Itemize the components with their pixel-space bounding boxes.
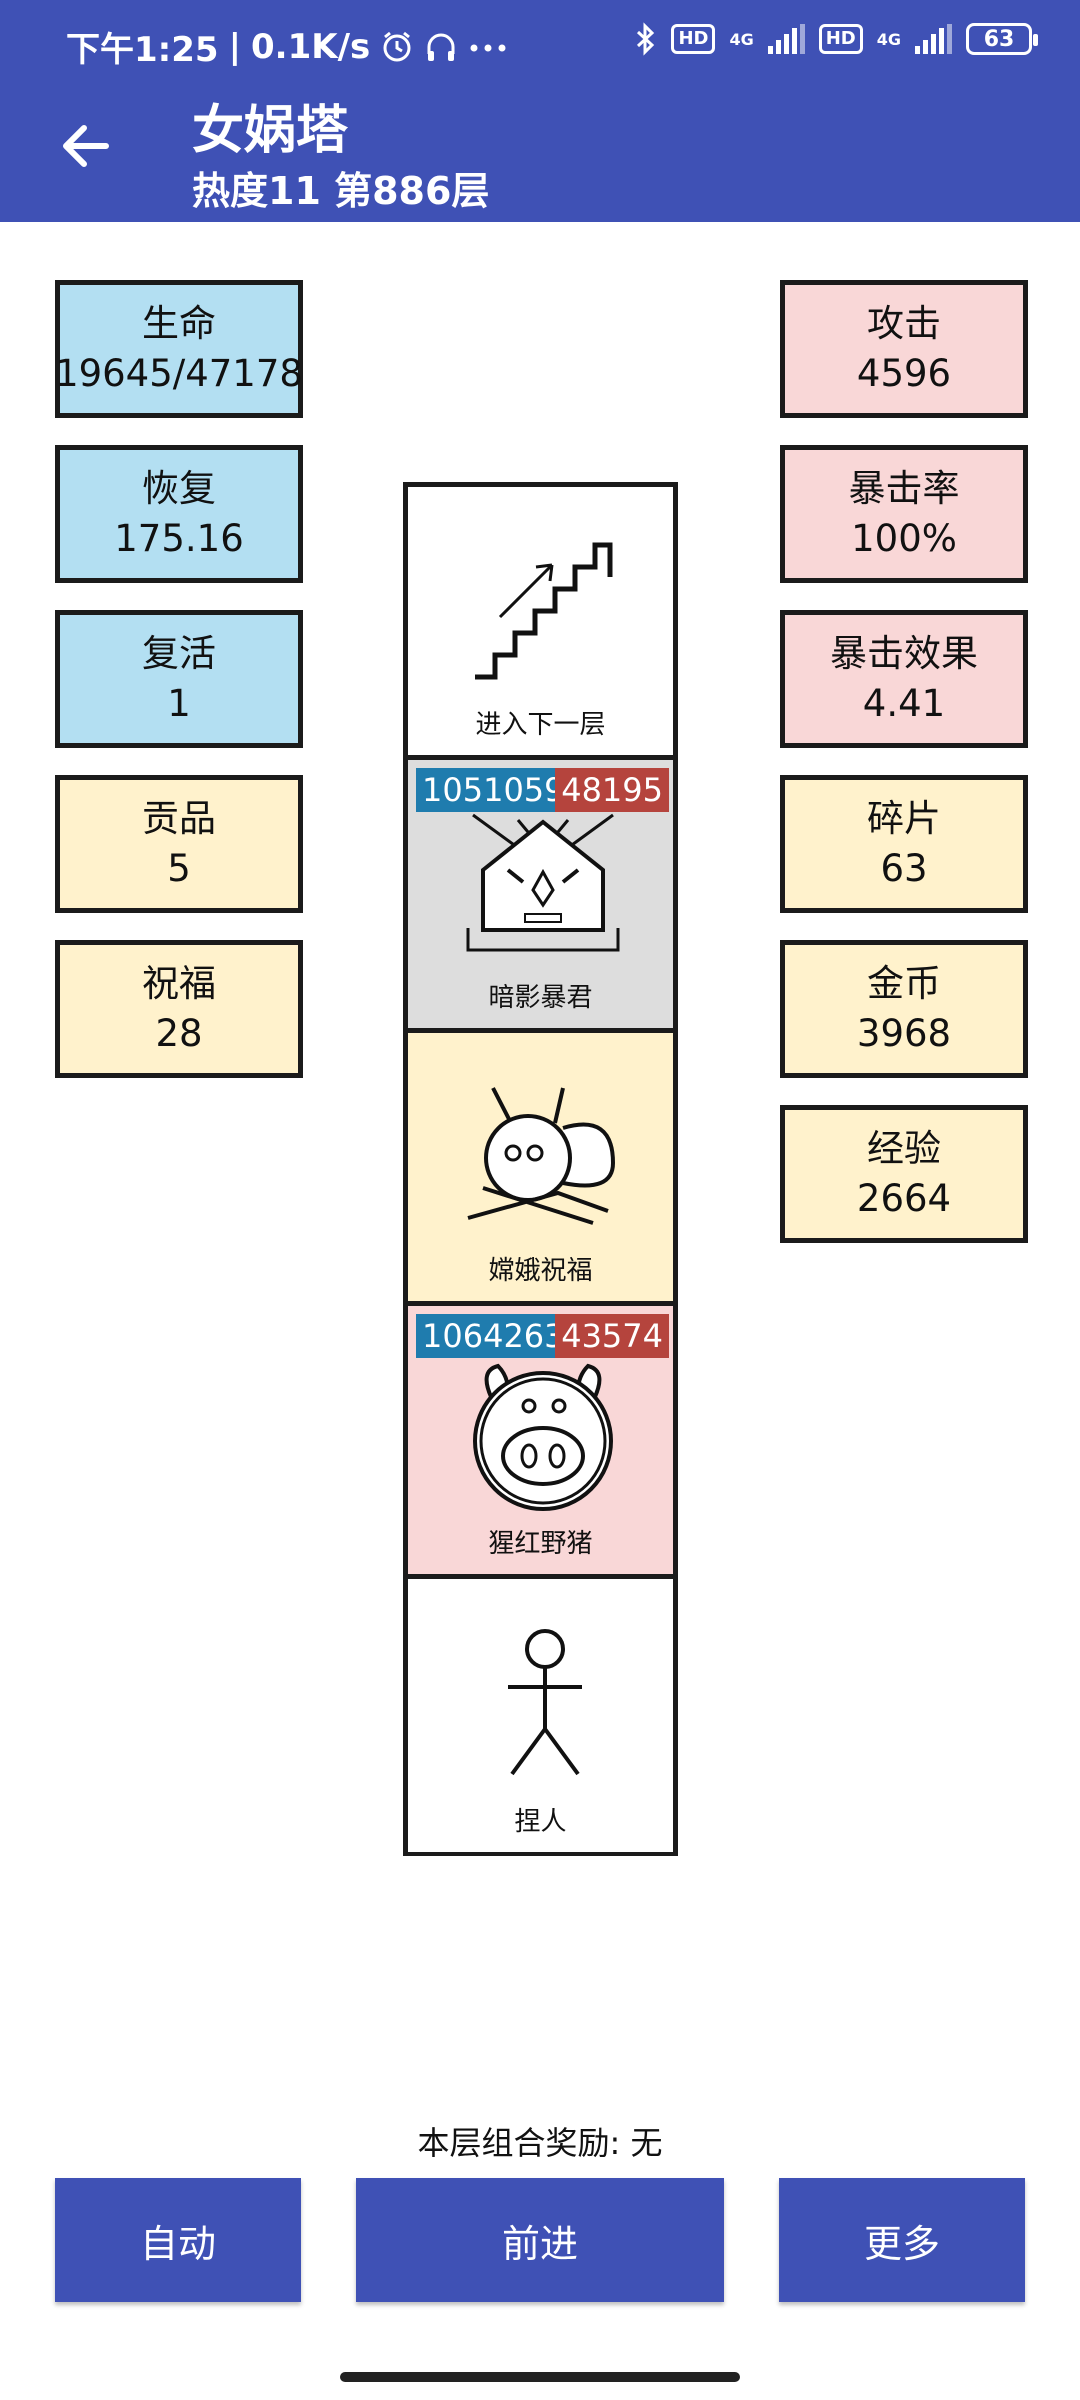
hd-badge-2: HD [818,24,863,54]
shadow-tyrant-icon [466,813,620,952]
stat-label: 金币 [867,962,941,1005]
auto-button[interactable]: 自动 [55,2178,301,2302]
arrow-left-icon[interactable] [56,118,112,174]
stat-revive: 复活 1 [55,610,303,748]
stat-label: 经验 [867,1127,941,1170]
status-right: HD 4G HD 4G 63 [633,22,1038,56]
forward-button[interactable]: 前进 [356,2178,724,2302]
stat-label: 碎片 [867,797,941,840]
tower-cell-label: 暗影暴君 [488,983,593,1013]
battery-level: 63 [983,26,1015,52]
tower-cell-shadow-tyrant[interactable]: 1051059 48195 暗影暴君 [408,760,673,1033]
tower-cell-change-blessing[interactable]: 嫦娥祝福 [408,1033,673,1306]
stat-value: 63 [880,847,928,890]
stick-figure-icon [508,1629,582,1776]
tower-column: 进入下一层 1051059 48195 暗影暴君 嫦娥祝福 1064263 43… [403,482,678,1856]
stairs-icon [475,542,613,680]
stat-exp: 经验 2664 [780,1105,1028,1243]
tower-cell-label: 嫦娥祝福 [488,1256,593,1286]
signal-icon-2 [915,24,952,54]
more-icon [470,44,506,51]
tower-cell-next-floor[interactable]: 进入下一层 [408,487,673,760]
enemy-hp-badge: 1051059 [416,768,571,812]
page-title: 女娲塔 [192,101,349,161]
signal-icon-1 [767,24,805,54]
tower-cell-create-character[interactable]: 捏人 [408,1579,673,1852]
stat-label: 复活 [142,632,216,675]
enemy-hp-badge: 1064263 [416,1314,571,1358]
stat-label: 暴击效果 [830,632,978,675]
stat-attack: 攻击 4596 [780,280,1028,418]
stat-gold: 金币 3968 [780,940,1028,1078]
alarm-icon [383,31,411,61]
stat-value: 28 [155,1012,203,1055]
stat-shards: 碎片 63 [780,775,1028,913]
enemy-attack-badge: 43574 [555,1314,669,1358]
network-type-2: 4G [876,29,901,49]
headset-icon [427,33,455,61]
status-speed: 0.1K/s [251,26,371,67]
stat-value: 5 [167,847,191,890]
stat-label: 攻击 [867,302,941,345]
gesture-nav-handle[interactable] [340,2372,740,2382]
stat-crit-effect: 暴击效果 4.41 [780,610,1028,748]
tower-cell-label: 捏人 [514,1807,567,1837]
stat-hp: 生命 19645/47178 [55,280,303,418]
stat-value: 3968 [856,1012,952,1055]
stat-value: 100% [851,517,957,560]
battery-icon: 63 [966,23,1038,55]
stat-blessing: 祝福 28 [55,940,303,1078]
status-bar: 下午1:25 | 0.1K/s HD 4G HD [0,0,1080,90]
stat-value: 175.16 [114,517,244,560]
network-type-1: 4G [729,29,754,49]
floor-combo-reward: 本层组合奖励: 无 [417,2124,663,2162]
stat-tribute: 贡品 5 [55,775,303,913]
stat-label: 贡品 [142,797,216,840]
status-time: 下午1:25 [66,30,219,70]
status-left: 下午1:25 | 0.1K/s [66,22,508,71]
page-subtitle: 热度11 第886层 [192,169,490,213]
status-divider: | [228,26,241,67]
rabbit-icon [467,1087,616,1225]
stat-label: 恢复 [142,467,216,510]
app-bar: 下午1:25 | 0.1K/s HD 4G HD [0,0,1080,222]
stat-crit-rate: 暴击率 100% [780,445,1028,583]
stat-value: 4596 [856,352,952,395]
stat-value: 1 [167,682,191,725]
stat-regen: 恢复 175.16 [55,445,303,583]
more-button[interactable]: 更多 [779,2178,1025,2302]
stat-label: 暴击率 [848,467,960,510]
stat-value: 4.41 [862,682,946,725]
stat-label: 生命 [142,302,216,345]
stat-value: 2664 [856,1177,952,1220]
bluetooth-icon [637,22,655,56]
boar-icon [473,1363,613,1511]
hd-badge-1: HD [671,24,716,54]
stat-label: 祝福 [142,962,216,1005]
enemy-attack-badge: 48195 [555,768,669,812]
stat-value: 19645/47178 [55,352,303,395]
tower-cell-label: 猩红野猪 [488,1529,593,1559]
tower-cell-label: 进入下一层 [475,710,606,740]
tower-cell-scarlet-boar[interactable]: 1064263 43574 猩红野猪 [408,1306,673,1579]
